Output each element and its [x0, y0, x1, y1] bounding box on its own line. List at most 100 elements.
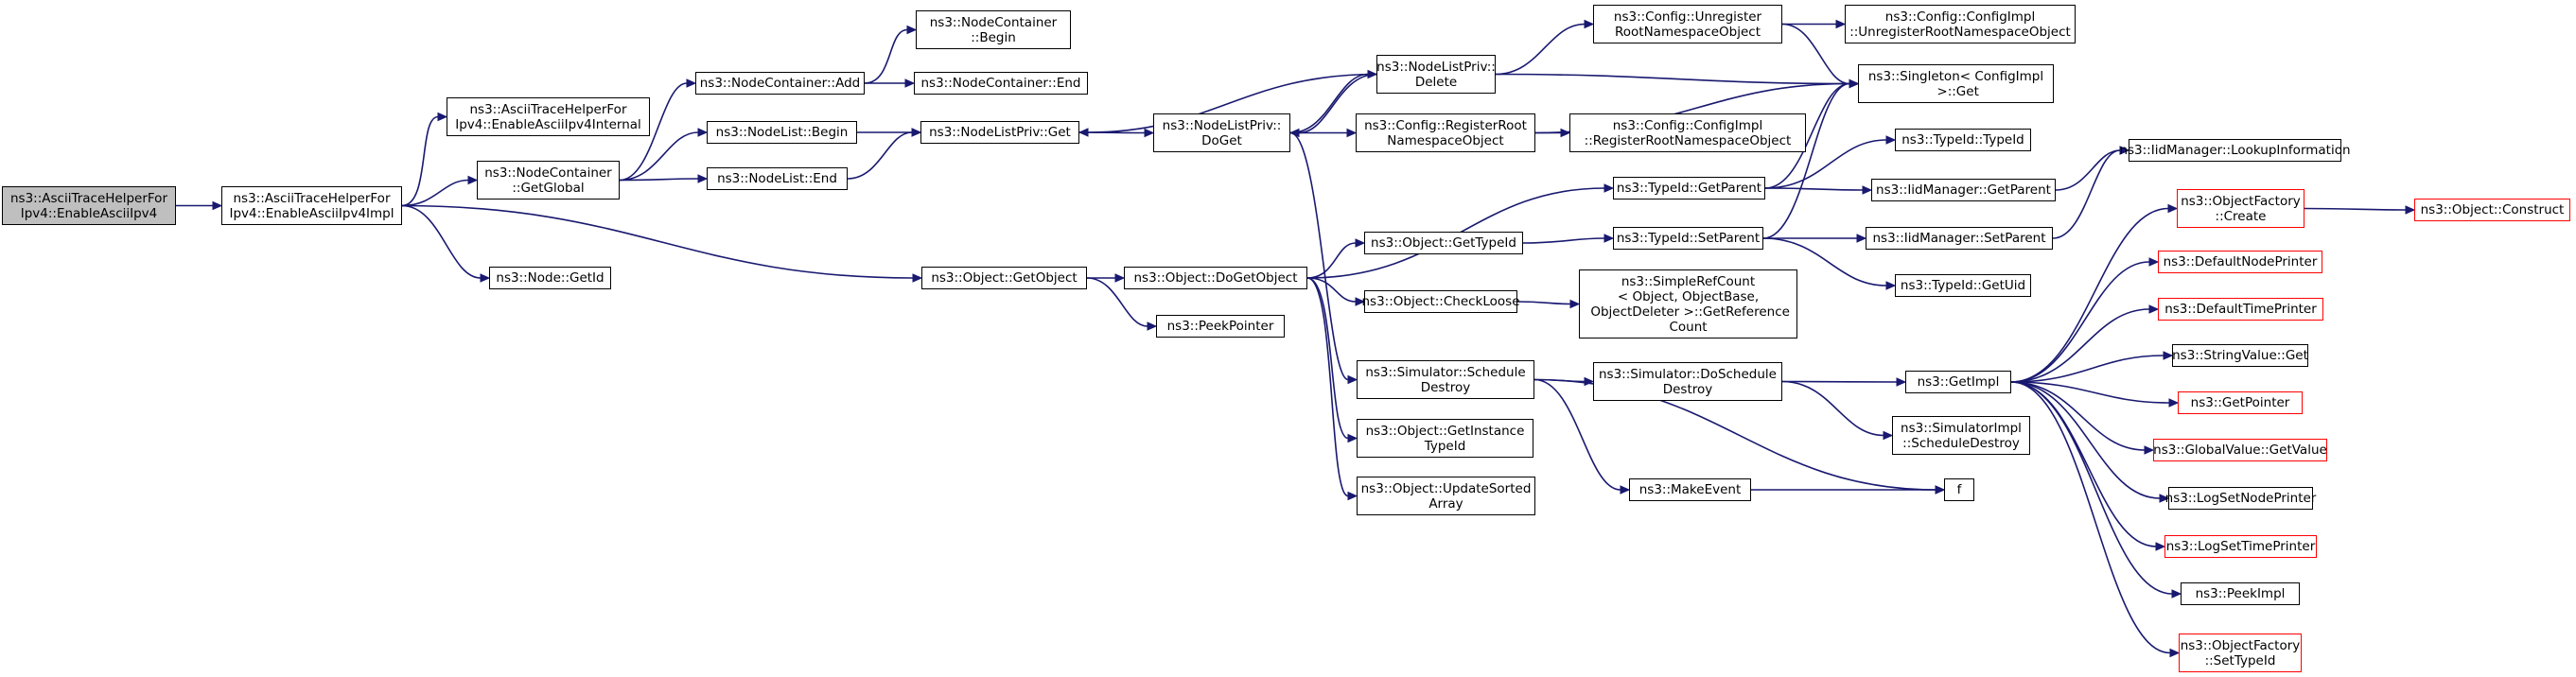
graph-node-n12[interactable]: ns3::Object::DoGetObject	[1124, 267, 1307, 289]
graph-node-n1[interactable]: ns3::AsciiTraceHelperFor Ipv4::EnableAsc…	[221, 186, 402, 225]
graph-node-n25[interactable]: ns3::TypeId::SetParent	[1613, 227, 1763, 250]
graph-edge-n33-n38	[2052, 149, 2121, 239]
graph-node-n38[interactable]: ns3::IidManager::LookupInformation	[2119, 139, 2351, 162]
graph-node-n16[interactable]: ns3::Config::RegisterRoot NamespaceObjec…	[1356, 113, 1535, 152]
graph-edge-n3-n6	[619, 82, 688, 182]
graph-node-n49[interactable]: ns3::Object::Construct	[2414, 199, 2570, 221]
graph-node-n5[interactable]: ns3::Object::GetObject	[921, 267, 1087, 289]
graph-node-n23[interactable]: ns3::Config::ConfigImpl ::RegisterRootNa…	[1569, 113, 1806, 152]
graph-node-n14[interactable]: ns3::NodeListPriv:: DoGet	[1153, 113, 1290, 152]
graph-node-n21[interactable]: ns3::Object::UpdateSorted Array	[1357, 477, 1535, 515]
graph-edge-n15-n11	[1087, 73, 1377, 133]
graph-edge-arrowhead	[1355, 238, 1366, 248]
graph-node-n8[interactable]: ns3::NodeList::End	[707, 167, 848, 190]
graph-node-n30[interactable]: ns3::Singleton< ConfigImpl >::Get	[1858, 64, 2054, 103]
graph-edge-arrowhead	[686, 78, 697, 88]
graph-edge-n24-n30	[1764, 82, 1850, 189]
graph-edge-arrowhead	[1885, 281, 1897, 290]
graph-node-n46[interactable]: ns3::LogSetTimePrinter	[2164, 535, 2317, 558]
graph-edge-n32-n38	[2055, 149, 2121, 191]
graph-edge-arrowhead	[1114, 273, 1126, 283]
graph-edge-n35-n41	[2010, 308, 2150, 383]
graph-edge-arrowhead	[1347, 374, 1358, 385]
graph-edge-n35-n42	[2010, 355, 2164, 383]
graph-edge-arrowhead	[1856, 234, 1867, 243]
graph-node-n37[interactable]: f	[1944, 478, 1974, 501]
graph-edge-n24-n31	[1764, 139, 1887, 189]
graph-node-n27[interactable]: ns3::Simulator::DoSchedule Destroy	[1593, 362, 1782, 401]
graph-edge-arrowhead	[1144, 128, 1155, 138]
graph-node-n28[interactable]: ns3::MakeEvent	[1629, 478, 1751, 501]
graph-node-n19[interactable]: ns3::Simulator::Schedule Destroy	[1357, 360, 1534, 399]
graph-edge-n19-n28	[1533, 378, 1621, 491]
graph-edge-n27-n35	[1781, 380, 1898, 383]
graph-edge-n15-n14	[1298, 73, 1377, 134]
graph-node-n7[interactable]: ns3::NodeList::Begin	[707, 121, 857, 144]
graph-node-n4[interactable]: ns3::Node::GetId	[489, 267, 611, 289]
graph-edge-arrowhead	[906, 25, 918, 35]
graph-node-n47[interactable]: ns3::PeekImpl	[2181, 582, 2300, 605]
graph-node-n34[interactable]: ns3::TypeId::GetUid	[1895, 274, 2031, 297]
graph-edge-arrowhead	[904, 78, 916, 88]
graph-node-n31[interactable]: ns3::TypeId::TypeId	[1895, 129, 2031, 151]
graph-node-n2[interactable]: ns3::AsciiTraceHelperFor Ipv4::EnableAsc…	[447, 97, 650, 136]
graph-edge-n12-n18	[1306, 277, 1357, 303]
graph-edge-arrowhead	[1862, 185, 1873, 195]
graph-edge-n35-n48	[2010, 381, 2171, 654]
graph-node-n33[interactable]: ns3::IidManager::SetParent	[1866, 227, 2053, 250]
graph-edge-arrowhead	[1896, 377, 1907, 387]
graph-node-n18[interactable]: ns3::Object::CheckLoose	[1362, 290, 1520, 313]
graph-node-n39[interactable]: ns3::ObjectFactory ::Create	[2177, 189, 2304, 228]
graph-edge-n24-n32	[1764, 187, 1864, 191]
graph-node-n17[interactable]: ns3::Object::GetTypeId	[1364, 232, 1523, 254]
graph-edge-n1-n4	[401, 204, 482, 279]
graph-node-n32[interactable]: ns3::IidManager::GetParent	[1871, 179, 2056, 201]
graph-node-n29[interactable]: ns3::Config::ConfigImpl ::UnregisterRoot…	[1845, 5, 2076, 43]
graph-node-n15[interactable]: ns3::NodeListPriv:: Delete	[1376, 55, 1496, 94]
graph-edge-arrowhead	[1883, 430, 1894, 441]
graph-edge-arrowhead	[697, 128, 709, 137]
graph-edge-n39-n49	[2304, 207, 2407, 211]
graph-edge-arrowhead	[2148, 304, 2160, 314]
graph-node-n22[interactable]: ns3::Config::Unregister RootNamespaceObj…	[1593, 5, 1782, 43]
graph-edge-n14-n19	[1289, 131, 1349, 381]
graph-node-n24[interactable]: ns3::TypeId::GetParent	[1613, 177, 1765, 200]
graph-node-n35[interactable]: ns3::GetImpl	[1905, 371, 2011, 393]
graph-edge-arrowhead	[1603, 183, 1615, 193]
graph-edge-n1-n3	[401, 179, 469, 207]
graph-edge-arrowhead	[1078, 128, 1089, 137]
graph-node-n44[interactable]: ns3::GlobalValue::GetValue	[2153, 439, 2327, 461]
graph-node-n13[interactable]: ns3::PeekPointer	[1156, 315, 1285, 338]
graph-edge-arrowhead	[1347, 433, 1358, 443]
graph-edge-arrowhead	[1346, 128, 1358, 138]
graph-node-n26[interactable]: ns3::SimpleRefCount < Object, ObjectBase…	[1579, 269, 1797, 338]
graph-node-n36[interactable]: ns3::SimulatorImpl ::ScheduleDestroy	[1892, 416, 2030, 455]
graph-node-n45[interactable]: ns3::LogSetNodePrinter	[2165, 487, 2316, 510]
graph-node-n10[interactable]: ns3::NodeContainer::End	[914, 72, 1088, 95]
graph-node-n43[interactable]: ns3::GetPointer	[2178, 391, 2303, 414]
graph-node-n6[interactable]: ns3::NodeContainer::Add	[695, 72, 865, 95]
graph-node-n41[interactable]: ns3::DefaultTimePrinter	[2158, 298, 2323, 321]
graph-node-n40[interactable]: ns3::DefaultNodePrinter	[2158, 251, 2322, 273]
graph-edge-n35-n47	[2010, 381, 2173, 595]
graph-edge-n22-n30	[1781, 23, 1850, 85]
graph-edge-arrowhead	[1620, 485, 1631, 495]
graph-edge-arrowhead	[480, 273, 491, 283]
graph-edge-n25-n34	[1762, 237, 1887, 286]
graph-node-n48[interactable]: ns3::ObjectFactory ::SetTypeId	[2179, 634, 2302, 672]
graph-edge-n15-n22	[1495, 23, 1586, 76]
graph-edge-arrowhead	[1584, 19, 1595, 29]
graph-edge-n25-n30	[1762, 82, 1850, 239]
graph-edge-n18-n26	[1516, 301, 1571, 305]
graph-node-n20[interactable]: ns3::Object::GetInstance TypeId	[1357, 419, 1533, 458]
graph-node-n42[interactable]: ns3::StringValue::Get	[2172, 344, 2308, 367]
graph-edge-arrowhead	[2148, 257, 2160, 267]
graph-node-n11[interactable]: ns3::NodeListPriv::Get	[920, 121, 1079, 144]
graph-edge-n35-n44	[2010, 381, 2146, 451]
graph-edge-n6-n9	[864, 28, 908, 84]
graph-edge-arrowhead	[2119, 146, 2130, 155]
graph-node-n3[interactable]: ns3::NodeContainer ::GetGlobal	[477, 161, 620, 200]
graph-node-n9[interactable]: ns3::NodeContainer ::Begin	[916, 10, 1071, 49]
